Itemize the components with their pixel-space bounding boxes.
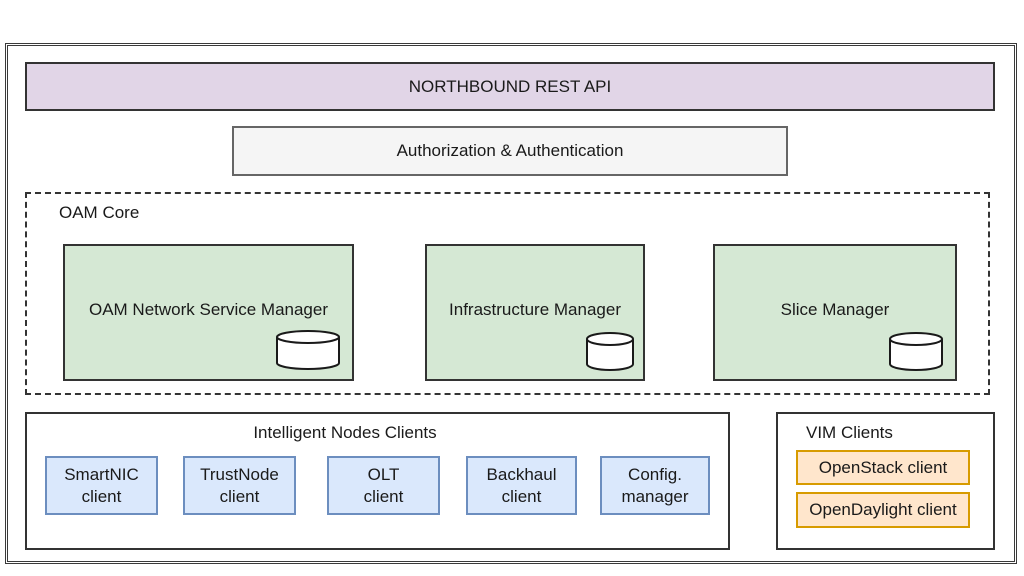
oam-core-label: OAM Core: [59, 203, 140, 222]
authorization-authentication-label: Authorization & Authentication: [396, 141, 624, 160]
olt-client-label: OLT client: [363, 464, 404, 506]
openstack-client-box: OpenStack client: [796, 450, 970, 485]
infrastructure-manager-box: Infrastructure Manager: [425, 244, 645, 381]
intelligent-nodes-clients-label: Intelligent Nodes Clients: [253, 423, 437, 442]
config-manager-box: Config. manager: [600, 456, 710, 515]
oam-network-service-manager-box: OAM Network Service Manager: [63, 244, 354, 381]
backhaul-client-box: Backhaul client: [466, 456, 577, 515]
trustnode-client-label: TrustNode client: [200, 464, 279, 506]
opendaylight-client-label: OpenDaylight client: [809, 500, 957, 519]
northbound-rest-api-box: NORTHBOUND REST API: [25, 62, 995, 111]
slice-manager-label: Slice Manager: [780, 299, 890, 319]
config-manager-label: Config. manager: [621, 464, 689, 506]
openstack-client-label: OpenStack client: [818, 457, 948, 477]
backhaul-client-label: Backhaul client: [486, 464, 557, 506]
database-icon: [586, 332, 634, 371]
database-icon: [276, 330, 340, 370]
smartnic-client-box: SmartNIC client: [45, 456, 158, 515]
infrastructure-manager-label: Infrastructure Manager: [449, 299, 621, 319]
vim-clients-label: VIM Clients: [806, 423, 893, 442]
authorization-authentication-box: Authorization & Authentication: [232, 126, 788, 176]
database-icon: [889, 332, 943, 371]
smartnic-client-label: SmartNIC client: [64, 464, 139, 506]
opendaylight-client-box: OpenDaylight client: [796, 492, 970, 528]
olt-client-box: OLT client: [327, 456, 440, 515]
oam-network-service-manager-label: OAM Network Service Manager: [88, 299, 329, 319]
oam-core-group: [25, 192, 990, 395]
trustnode-client-box: TrustNode client: [183, 456, 296, 515]
slice-manager-box: Slice Manager: [713, 244, 957, 381]
northbound-rest-api-label: NORTHBOUND REST API: [408, 76, 612, 96]
